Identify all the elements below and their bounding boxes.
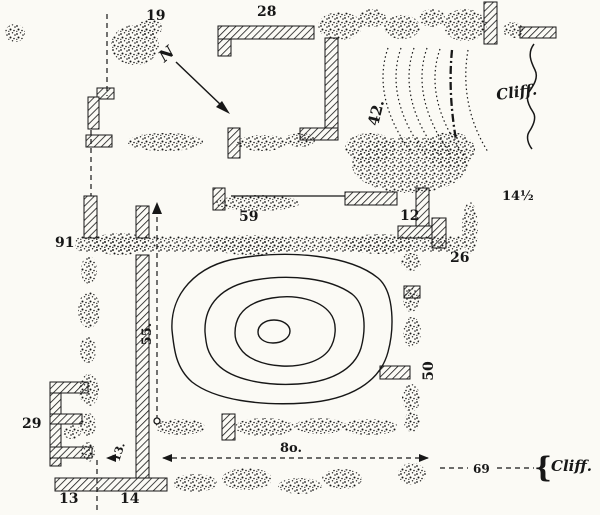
mound-contour-2 — [204, 276, 365, 386]
label-13-inner: 13. — [110, 441, 128, 463]
rubble-patch — [79, 374, 99, 406]
cliff-edge-upper — [526, 43, 538, 150]
rubble-patch — [81, 442, 95, 462]
rubble-patch — [462, 202, 478, 254]
rubble-patch — [235, 418, 295, 436]
arrowhead — [152, 202, 162, 214]
label-14-half: 14½ — [502, 189, 534, 204]
wall-segment — [379, 365, 411, 380]
label-42: 42. — [364, 98, 388, 128]
label-80: 8o. — [280, 441, 302, 456]
label-12: 12 — [400, 208, 419, 224]
wall-segment — [324, 37, 339, 139]
rubble-patch — [236, 135, 288, 151]
rubble-patch — [216, 195, 300, 211]
wall-segment — [519, 26, 557, 39]
rubble-patch — [345, 234, 415, 254]
wall-segment — [83, 195, 98, 239]
rubble-patch — [5, 24, 25, 42]
mound-contour-inner — [257, 319, 291, 344]
rubble-patch — [295, 418, 345, 434]
wall-segment — [135, 254, 150, 484]
label-26: 26 — [450, 250, 469, 266]
rubble-patch — [127, 133, 203, 151]
rubble-patch — [384, 15, 420, 39]
rubble-patch — [80, 413, 96, 437]
rubble-patch — [443, 9, 487, 41]
wall-segment — [49, 413, 83, 425]
datum-point — [153, 417, 161, 425]
rubble-patch — [503, 22, 523, 38]
rubble-patch — [398, 463, 426, 485]
wall-segment — [96, 87, 115, 100]
rubble-patch — [345, 133, 395, 163]
label-50: 50 — [421, 361, 437, 381]
mound-contour-outer — [171, 253, 393, 405]
rubble-patch — [90, 233, 150, 255]
arrowhead — [419, 454, 429, 462]
rubble-patch — [63, 425, 81, 439]
rubble-patch — [210, 235, 290, 255]
label-91: 91 — [55, 235, 74, 251]
rubble-patch — [358, 9, 386, 27]
label-13: 13 — [59, 491, 78, 507]
label-55: 55. — [140, 323, 155, 346]
label-69: 69 — [473, 462, 490, 476]
label-59: 59 — [239, 209, 258, 225]
cliff-brace: { — [534, 451, 552, 484]
survey-dashdot-line — [449, 49, 458, 141]
label-cliff-lower: Cliff. — [551, 457, 592, 475]
wall-segment — [217, 38, 232, 57]
rubble-patch — [402, 384, 420, 412]
north-arrowhead — [216, 101, 230, 114]
wall-segment — [135, 205, 150, 239]
rubble-patch — [404, 412, 420, 432]
rubble-patch — [401, 253, 421, 271]
rubble-patch — [342, 419, 398, 435]
mound-contours — [171, 253, 393, 405]
rubble-patch — [425, 132, 475, 168]
slope-contour — [465, 49, 489, 153]
rubble-stipple — [5, 9, 523, 494]
label-29: 29 — [22, 416, 41, 432]
label-cliff-upper: Cliff. — [495, 80, 538, 104]
survey-lines — [90, 14, 534, 512]
rubble-patch — [419, 9, 445, 27]
rubble-patch — [81, 256, 97, 284]
label-19: 19 — [146, 8, 165, 24]
rubble-patch — [403, 317, 421, 347]
wall-segment — [85, 134, 113, 148]
rubble-patch — [222, 468, 272, 490]
wall-segment — [87, 96, 100, 130]
label-28: 28 — [257, 4, 276, 20]
wall-segments — [49, 1, 557, 492]
rubble-patch — [285, 133, 315, 147]
rubble-patch — [80, 337, 96, 363]
label-14: 14 — [120, 491, 140, 507]
rubble-patch — [78, 292, 100, 328]
arrowhead — [162, 454, 172, 462]
wall-segment — [217, 25, 315, 40]
rubble-patch — [173, 474, 217, 492]
wall-segment — [344, 191, 398, 206]
rubble-patch — [155, 419, 205, 435]
cliff-contours — [382, 43, 538, 157]
rubble-patch — [278, 478, 322, 494]
wall-segment — [221, 413, 236, 441]
rubble-patch — [403, 288, 419, 312]
arrowhead — [106, 454, 116, 462]
rubble-patch — [318, 12, 362, 40]
wall-segment — [54, 477, 168, 492]
slope-contour — [434, 48, 465, 156]
north-arrow-shaft — [175, 61, 223, 107]
rubble-patch — [322, 469, 362, 489]
mound-contour-3 — [234, 296, 336, 367]
rubble-patch — [138, 19, 162, 37]
labels: 19 28 42. Cliff. 14½ 59 12 26 91 55. 50 … — [22, 4, 592, 507]
